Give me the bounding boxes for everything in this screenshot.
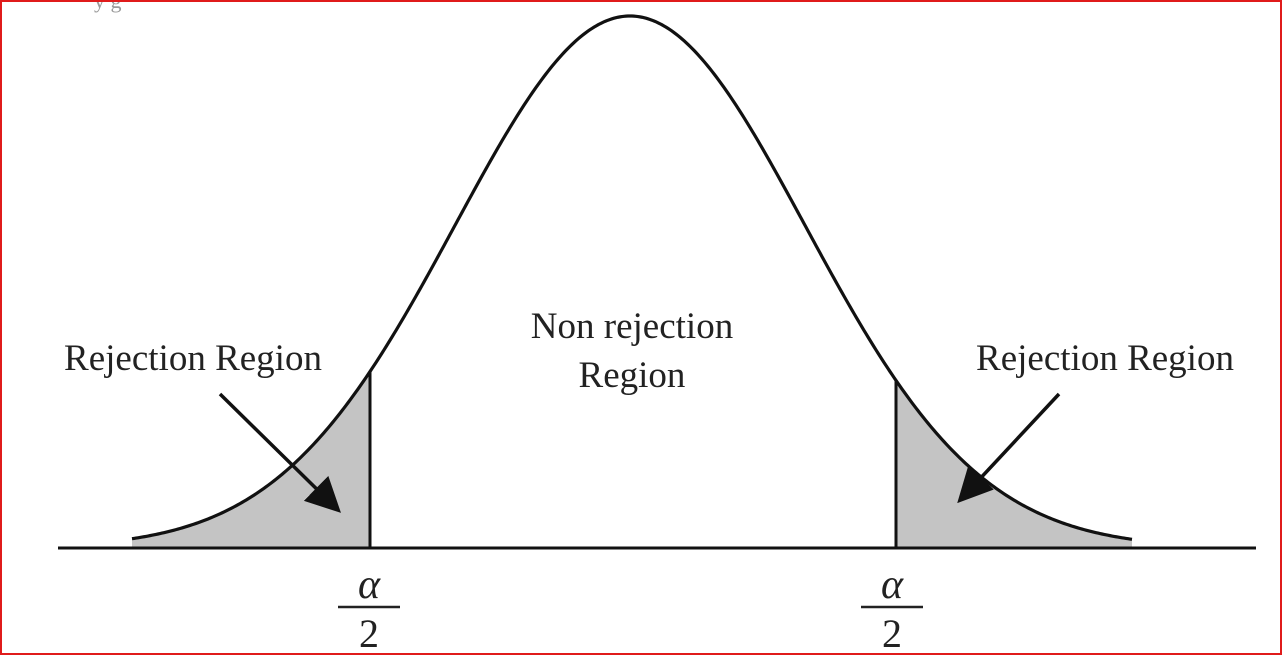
right-alpha-numerator: α [881,562,904,608]
bell-curve [131,14,1133,541]
left-arrow [218,392,341,513]
top-cropped-text: y g [94,2,122,13]
left-rejection-label: Rejection Region [64,338,322,379]
right-arrow [957,392,1061,504]
right-rejection-label: Rejection Region [976,338,1234,379]
right-rejection-tail [896,380,1132,548]
left-alpha-half: α 2 [338,562,400,655]
right-alpha-denominator: 2 [882,611,902,655]
non-rejection-label-line2: Region [579,355,686,396]
non-rejection-label-line1: Non rejection [531,306,733,347]
left-alpha-numerator: α [358,562,381,608]
left-rejection-tail [132,371,370,548]
left-alpha-denominator: 2 [359,611,379,655]
right-alpha-half: α 2 [861,562,923,655]
